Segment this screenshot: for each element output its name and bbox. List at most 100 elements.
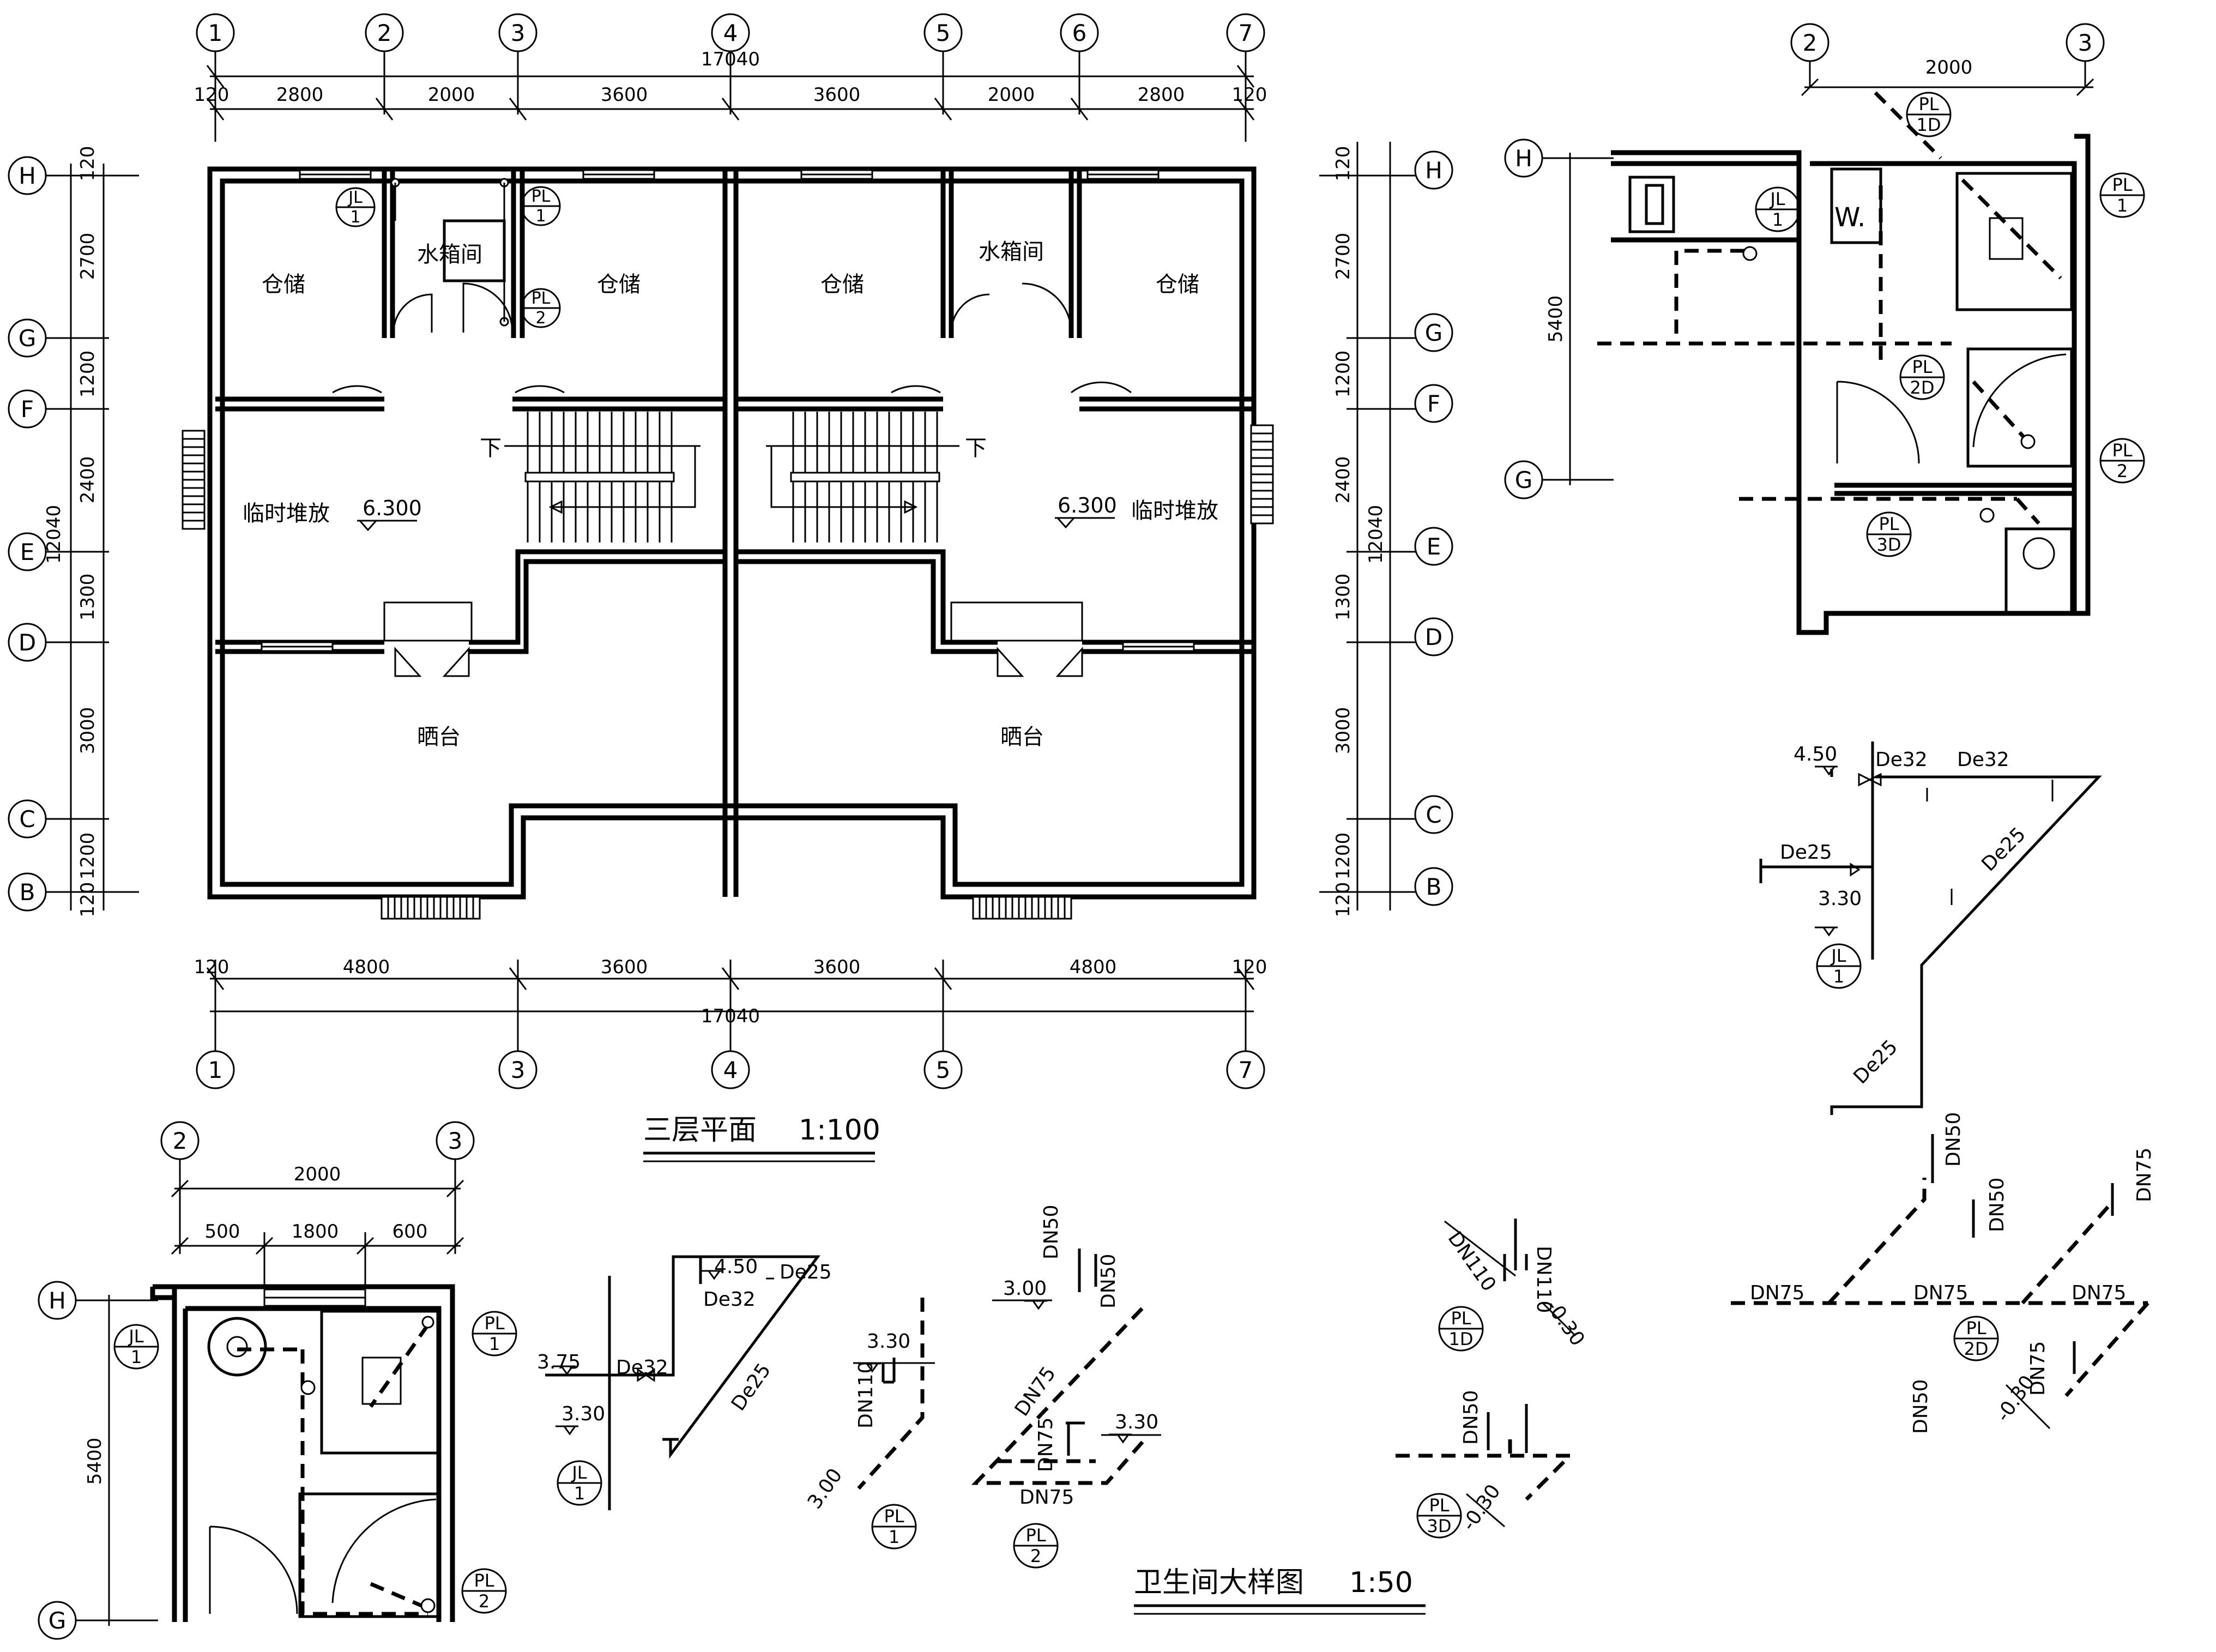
pipe-size: DN75 bbox=[1750, 1282, 1804, 1304]
pipe-size: DN75 bbox=[1019, 1486, 1074, 1509]
tag-label: 3D bbox=[1877, 534, 1901, 555]
pipe-size: DN75 bbox=[1035, 1418, 1057, 1472]
tag-label: 1 bbox=[2117, 195, 2128, 216]
axis-label: H bbox=[1515, 145, 1532, 172]
tag-label: JL bbox=[1769, 189, 1785, 209]
tag-label: 3D bbox=[1427, 1516, 1452, 1536]
pipe-size: DN110 bbox=[1532, 1246, 1555, 1313]
plan-bottom-dim: 120 bbox=[1232, 956, 1267, 978]
plan-top-dim: 120 bbox=[1232, 84, 1267, 106]
pipe-size: DN75 bbox=[2072, 1282, 2126, 1304]
level-mark: 6.300 bbox=[363, 496, 422, 520]
bath-b-subdim: 1800 bbox=[292, 1221, 339, 1243]
tag-label: PL bbox=[484, 1313, 504, 1334]
tag-label: 1 bbox=[535, 207, 546, 226]
plan-side-dim: 3000 bbox=[1332, 707, 1354, 755]
axis-label: 3 bbox=[511, 20, 526, 46]
pipe-size: De32 bbox=[1875, 749, 1928, 771]
tag-label: PL bbox=[1025, 1525, 1046, 1546]
tag-label: 1D bbox=[1917, 114, 1941, 135]
iso-level: 3.30 bbox=[1115, 1411, 1158, 1433]
room-label: 临时堆放 bbox=[1131, 498, 1218, 523]
plan-side-dim: 1300 bbox=[1332, 574, 1354, 621]
tag-label: 1D bbox=[1449, 1329, 1474, 1349]
axis-label: G bbox=[19, 325, 37, 352]
axis-label: 3 bbox=[448, 1128, 463, 1154]
pipe-size: DN75 bbox=[1913, 1282, 1968, 1304]
plan-side-dim: 1200 bbox=[1332, 833, 1354, 880]
tag-label: PL bbox=[1912, 357, 1932, 377]
axis-label: 2 bbox=[173, 1128, 188, 1154]
tag-label: 1 bbox=[1772, 209, 1783, 230]
detail-scale: 1:50 bbox=[1349, 1566, 1413, 1599]
tag-label: PL bbox=[1966, 1318, 1986, 1339]
plan-total-width-bottom: 17040 bbox=[701, 1005, 760, 1027]
pipe-size: De25 bbox=[1849, 1036, 1902, 1089]
plan-bottom-dim: 3600 bbox=[813, 956, 861, 978]
axis-label: C bbox=[19, 806, 35, 833]
plan-side-dim: 120 bbox=[77, 146, 99, 182]
tag-label: JL bbox=[128, 1326, 143, 1347]
axis-label: C bbox=[1426, 801, 1441, 828]
axis-label: D bbox=[19, 629, 36, 656]
plan-top-dim: 2800 bbox=[1138, 84, 1185, 106]
tag-label: PL bbox=[1429, 1495, 1449, 1516]
room-label: 仓储 bbox=[1156, 272, 1199, 297]
axis-label: 1 bbox=[208, 1057, 223, 1083]
plan-bottom-dim: 120 bbox=[194, 956, 230, 978]
tag-label: PL bbox=[884, 1506, 904, 1527]
iso-level: 3.75 bbox=[537, 1351, 581, 1373]
stair-down-label: 下 bbox=[480, 436, 502, 461]
plan-top-dim: 2000 bbox=[988, 84, 1035, 106]
bath-a-width: 2000 bbox=[1925, 57, 1973, 79]
plan-bottom-dim: 4800 bbox=[343, 956, 390, 978]
plan-side-dim: 1200 bbox=[1332, 351, 1354, 398]
axis-label: B bbox=[1426, 873, 1442, 900]
axis-label: 4 bbox=[723, 1057, 738, 1083]
room-label: 水箱间 bbox=[417, 242, 482, 267]
axis-label: 6 bbox=[1072, 20, 1087, 46]
pipe-size: DN75 bbox=[1011, 1362, 1060, 1420]
washing-machine-label: W. bbox=[1834, 202, 1865, 233]
pipe-size: DN75 bbox=[2027, 1341, 2049, 1396]
axis-label: B bbox=[20, 879, 35, 906]
bathroom-detail-b: 2 3 H G 2000 500 1800 600 5400 JL1 PL1 P… bbox=[38, 1121, 517, 1640]
iso-level: 3.30 bbox=[561, 1403, 605, 1425]
pipe-size: De25 bbox=[780, 1261, 832, 1283]
pipe-size: De25 bbox=[1977, 823, 2030, 876]
axis-label: G bbox=[49, 1607, 67, 1634]
iso-level: 4.50 bbox=[714, 1256, 758, 1278]
iso-level: -0.30 bbox=[1458, 1480, 1505, 1535]
axis-label: G bbox=[1425, 319, 1443, 346]
tag-label: PL bbox=[532, 187, 551, 206]
bath-a-depth: 5400 bbox=[1545, 296, 1567, 343]
plan-scale: 1:100 bbox=[799, 1114, 880, 1147]
axis-label: 2 bbox=[377, 20, 392, 46]
tag-label: 2D bbox=[1910, 377, 1935, 398]
plan-side-dim: 3000 bbox=[77, 707, 99, 755]
stair-down-label: 下 bbox=[965, 436, 987, 461]
tag-label: PL bbox=[1451, 1308, 1471, 1329]
plan-side-dim: 120 bbox=[1332, 146, 1354, 182]
room-label: 临时堆放 bbox=[243, 501, 330, 526]
axis-label: 5 bbox=[936, 1057, 951, 1083]
plan-top-dim: 3600 bbox=[813, 84, 861, 106]
iso-pl3d: DN50 -0.30 PL 3D bbox=[1396, 1390, 1575, 1539]
axis-label: 7 bbox=[1239, 20, 1253, 46]
pipe-size: De25 bbox=[1780, 841, 1832, 864]
axis-label: 3 bbox=[2078, 29, 2093, 56]
axis-label: H bbox=[19, 162, 36, 189]
iso-level: -0.30 bbox=[1992, 1371, 2039, 1426]
axis-label: 3 bbox=[511, 1057, 526, 1083]
axis-label: F bbox=[21, 396, 34, 423]
room-label: 晒台 bbox=[1000, 725, 1044, 750]
tag-label: 1 bbox=[574, 1483, 585, 1504]
plan-top-dim: 120 bbox=[194, 84, 230, 106]
tag-label: PL bbox=[1879, 514, 1899, 534]
room-label: 晒台 bbox=[417, 725, 461, 750]
pipe-size: DN50 bbox=[1910, 1379, 1932, 1434]
pipe-size: De32 bbox=[703, 1288, 756, 1311]
pipe-size: DN50 bbox=[1942, 1112, 1965, 1167]
